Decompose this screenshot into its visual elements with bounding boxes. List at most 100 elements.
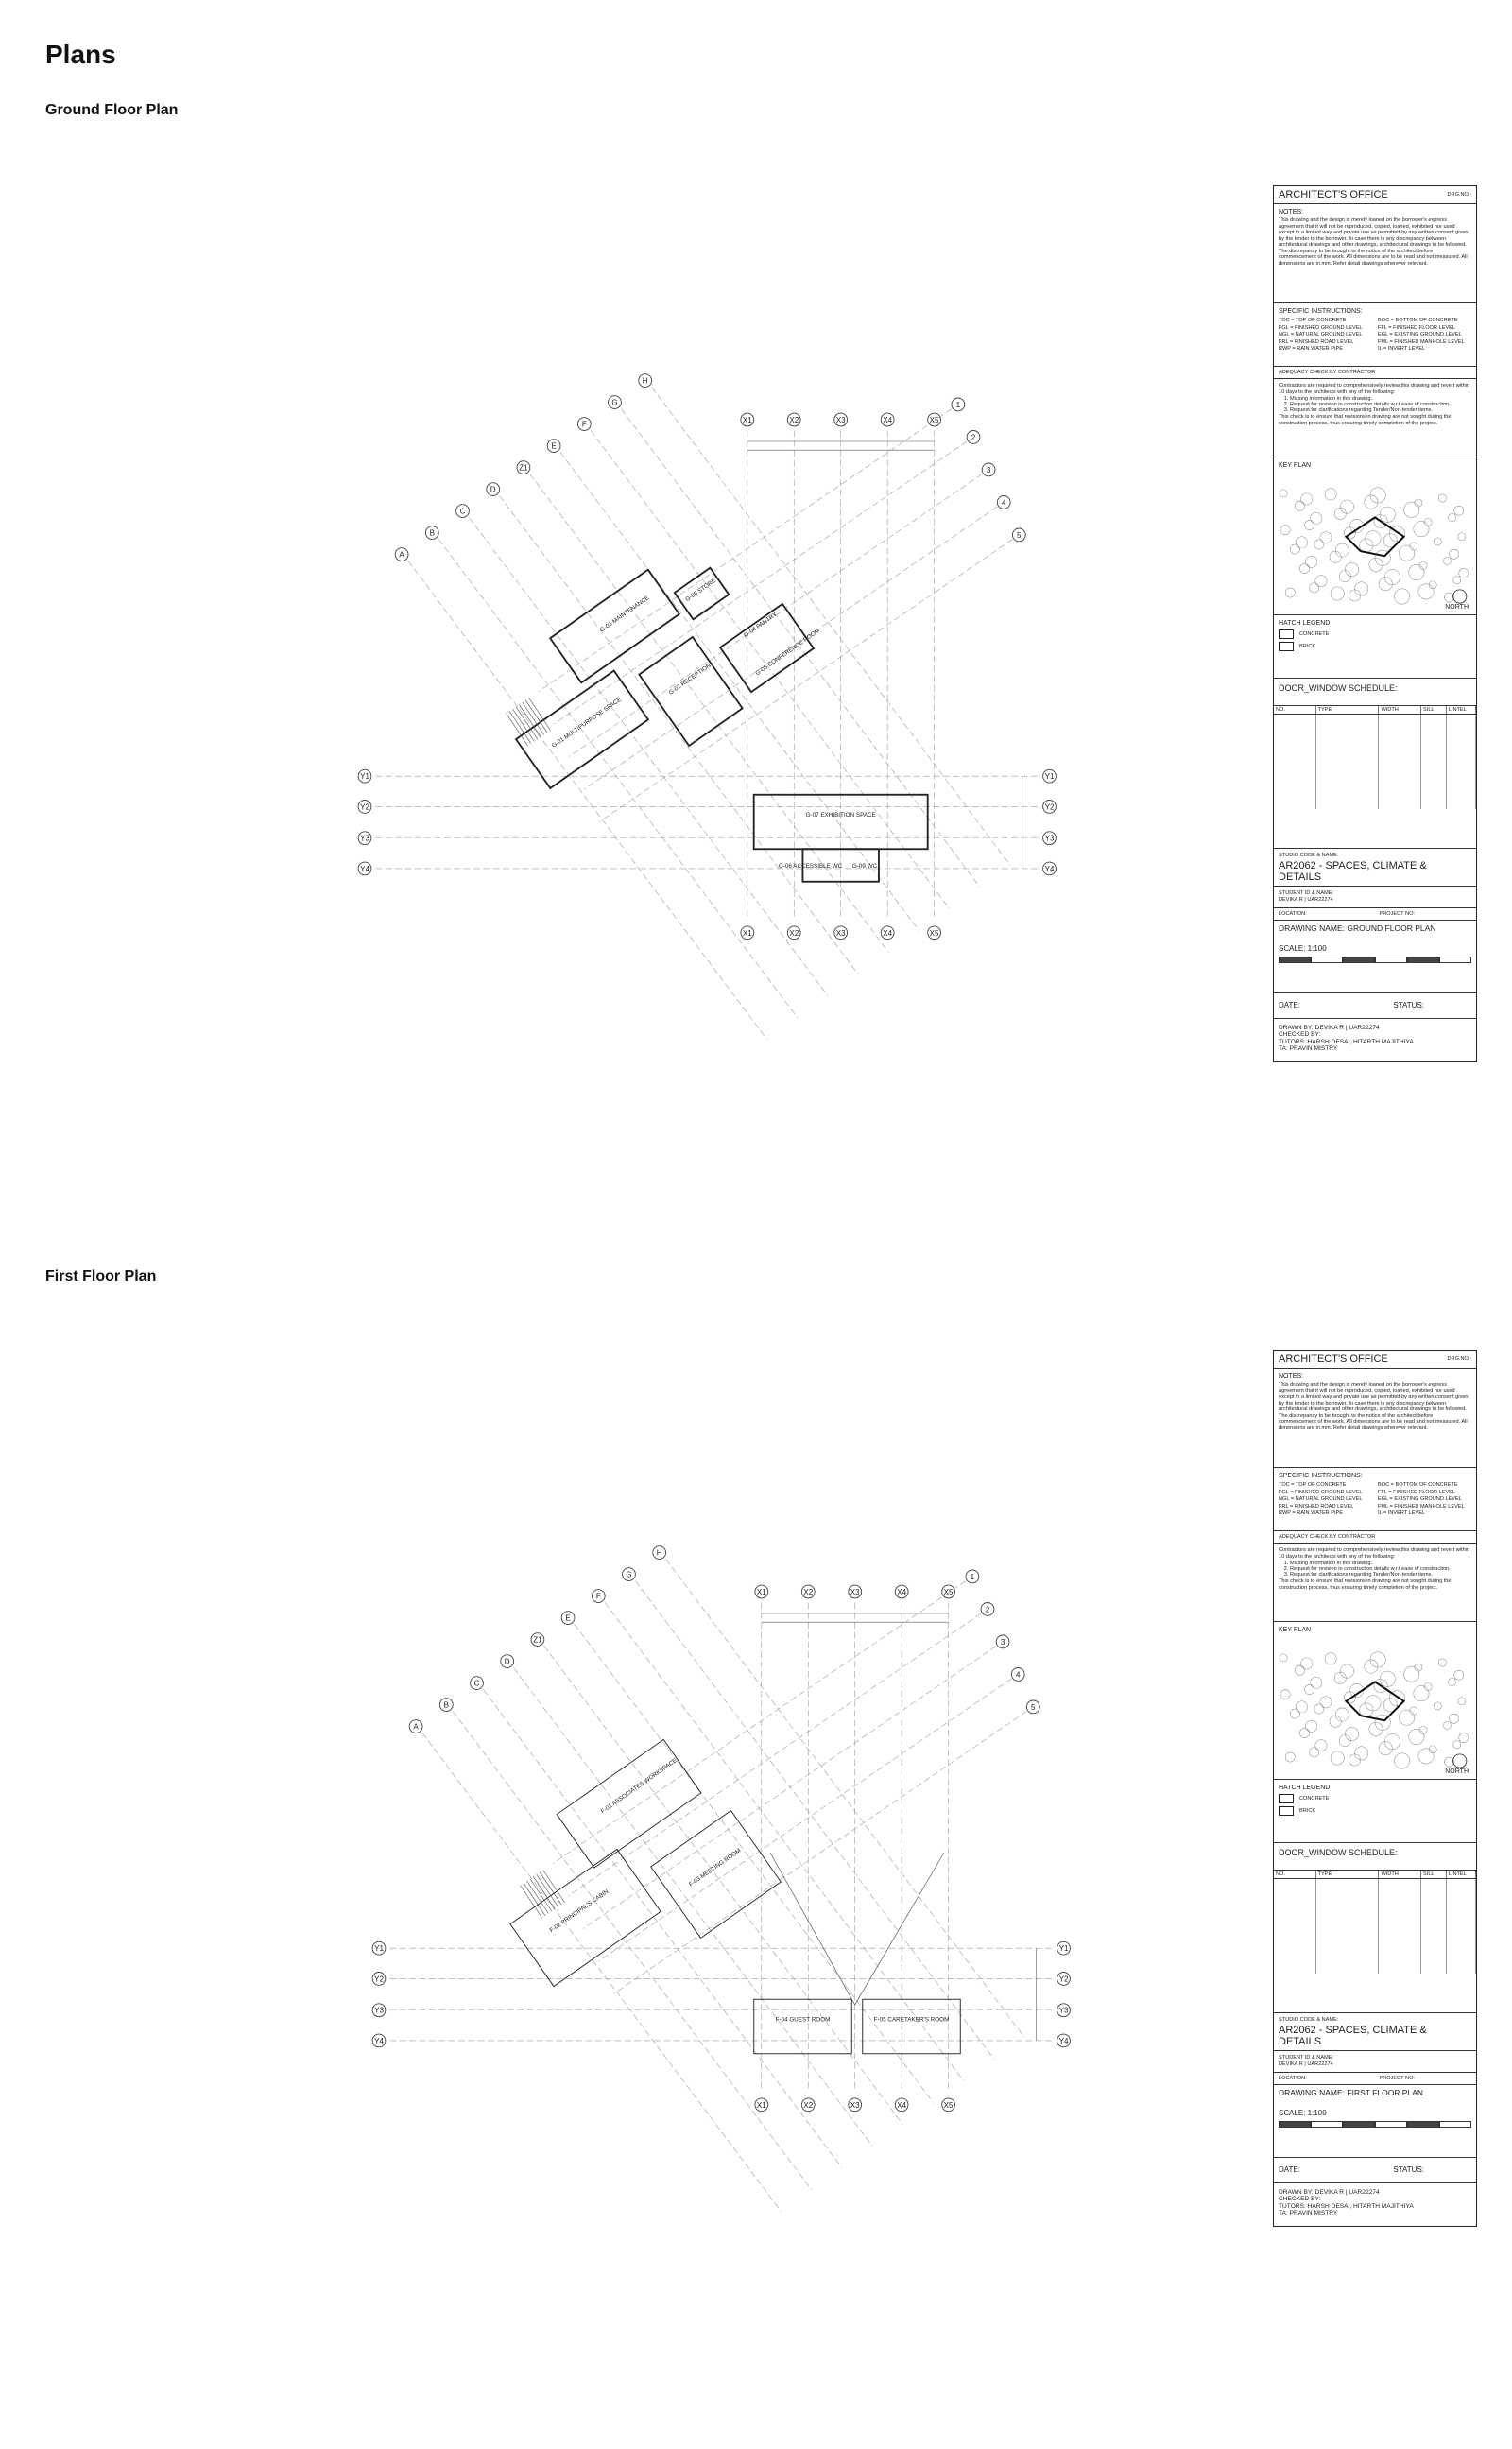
tree-symbol	[1457, 1697, 1467, 1706]
plan-line	[583, 1646, 997, 1929]
room-label: G-05 CONFERENCE ROOM	[754, 628, 821, 677]
grid-label-x: X1	[757, 1588, 766, 1596]
spec-item: EGL = EXISTING GROUND LEVEL	[1378, 1496, 1462, 1502]
wall-outline	[801, 848, 880, 883]
grid-label-alpha: F	[596, 1593, 601, 1601]
specific-instructions: SPECIFIC INSTRUCTIONS: TOC = TOP OF CONC…	[1274, 303, 1476, 367]
room-label: F-02 PRINCIPAL'S CABIN	[549, 1888, 610, 1934]
grid-bubble	[1057, 2003, 1071, 2018]
tree-symbol	[1334, 543, 1349, 558]
stair-tread	[524, 699, 548, 733]
spec-item: FML = FINISHED MANHOLE LEVEL	[1378, 338, 1465, 345]
hatch-item: CONCRETE	[1299, 631, 1330, 637]
grid-bubble	[1010, 1667, 1025, 1682]
grid-bubble	[371, 2003, 387, 2018]
tree-symbol	[1453, 505, 1465, 516]
notes-label: NOTES:	[1279, 209, 1304, 216]
grid-label-y: Y4	[374, 2037, 384, 2045]
tree-symbol	[1333, 507, 1347, 520]
adequacy-item: Request for revision in construction det…	[1290, 402, 1471, 407]
tree-symbol	[1413, 1685, 1430, 1702]
site-building	[1344, 1681, 1406, 1722]
tree-symbol	[1314, 1739, 1328, 1752]
tree-symbol	[1399, 544, 1416, 561]
tree-symbol	[1378, 577, 1393, 592]
grid-label-num: 1	[971, 1573, 975, 1581]
title-block-first: ARCHITECT'S OFFICE DRG.NO.: NOTES: This …	[1273, 1350, 1477, 2227]
grid-label-x: X5	[944, 2101, 954, 2110]
north-label: NORTH	[1445, 604, 1469, 611]
tree-symbol	[1403, 1665, 1420, 1682]
spec-item: TOC = TOP OF CONCRETE	[1279, 318, 1347, 323]
grid-label-num: 4	[1016, 1670, 1021, 1679]
grid-bubble	[951, 397, 966, 412]
grid-bubble	[995, 1634, 1010, 1649]
tree-symbol	[1340, 1664, 1354, 1679]
plan-line	[483, 1689, 843, 2168]
tree-symbol	[1334, 1707, 1349, 1722]
key-plan-label: KEY PLAN	[1279, 462, 1312, 469]
key-plan-drawing	[1279, 1651, 1469, 1769]
grid-bubble	[833, 925, 849, 940]
tree-symbol	[1389, 1690, 1405, 1707]
door-window-schedule: NO. TYPE WIDTH SILL LINTEL	[1274, 706, 1476, 849]
tree-symbol	[1280, 1689, 1291, 1700]
plan-line	[584, 506, 998, 790]
stair-tread	[520, 1885, 542, 1919]
plan-line	[604, 1602, 964, 2081]
stair-tread	[522, 701, 544, 735]
studio-label: STUDIO CODE & NAME:	[1279, 853, 1339, 858]
plan-line	[569, 474, 983, 757]
tree-symbol	[1345, 1727, 1359, 1741]
grid-bubble	[980, 1602, 995, 1616]
tree-symbol	[1299, 563, 1310, 574]
adequacy-footer: This check is to ensure that revisions i…	[1279, 414, 1452, 426]
grid-bubble	[941, 2097, 955, 2113]
door-window-schedule: NO. TYPE WIDTH SILL LINTEL	[1274, 1871, 1476, 2013]
grid-label-y: Y3	[1059, 2007, 1069, 2015]
grid-label-y: Y4	[360, 865, 369, 873]
tree-symbol	[1433, 1701, 1442, 1711]
tree-symbol	[1438, 493, 1447, 503]
checked-by: CHECKED BY:	[1279, 2196, 1321, 2202]
studio-name: AR2062 - SPACES, CLIMATE & DETAILS	[1279, 2024, 1427, 2047]
grid-label-x: X2	[789, 416, 799, 424]
tree-symbol	[1409, 542, 1418, 551]
spec-item: RWP = RAIN WATER PIPE	[1279, 346, 1344, 352]
stair-tread	[539, 1871, 562, 1906]
specific-label: SPECIFIC INSTRUCTIONS:	[1279, 308, 1363, 315]
grid-bubble	[754, 1584, 769, 1599]
grid-bubble	[652, 1545, 667, 1560]
plan-line	[559, 452, 919, 931]
grid-bubble	[591, 1589, 606, 1603]
stair-tread	[526, 1880, 549, 1914]
schedule-col: WIDTH	[1379, 706, 1422, 714]
grid-label-alpha: A	[399, 551, 404, 560]
grid-bubble	[965, 1569, 980, 1584]
site-building	[1344, 516, 1406, 558]
grid-label-alpha: E	[551, 442, 557, 451]
tree-symbol	[1339, 570, 1351, 582]
room-label: F-03 MEETING ROOM	[688, 1848, 742, 1888]
tutors: TUTORS: HARSH DESAI, HITARTH MAJITHIYA	[1279, 2202, 1414, 2210]
tree-symbol	[1383, 1733, 1400, 1751]
tree-symbol	[1374, 1714, 1391, 1731]
grid-label-alpha: H	[657, 1549, 662, 1558]
tree-symbol	[1423, 518, 1433, 526]
grid-label-y: Y1	[1045, 772, 1055, 781]
tree-symbol	[1368, 1721, 1383, 1736]
tree-symbol	[1329, 550, 1342, 563]
tree-symbol	[1319, 531, 1332, 544]
tree-symbol	[1428, 580, 1437, 590]
tree-symbol	[1314, 539, 1325, 550]
grid-label-x: X1	[757, 2101, 766, 2110]
tree-symbol	[1453, 1669, 1465, 1681]
tree-symbol	[1295, 500, 1305, 511]
spec-item: IL = INVERT LEVEL	[1378, 346, 1426, 352]
tree-symbol	[1373, 514, 1388, 528]
hatch-legend: HATCH LEGEND CONCRETE BRICK	[1274, 1780, 1476, 1843]
tree-symbol	[1309, 1747, 1320, 1758]
tree-symbol	[1433, 537, 1442, 546]
